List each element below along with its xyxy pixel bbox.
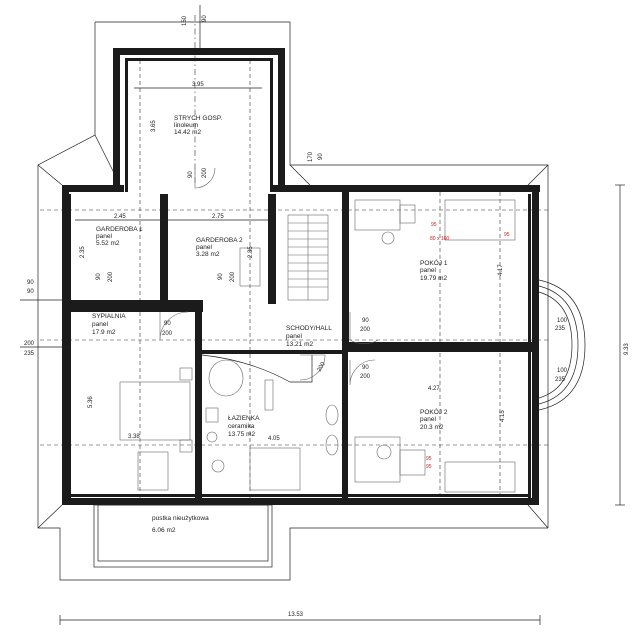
dim-hall-door-200: 200 — [360, 327, 371, 333]
dim-right-total: 9.33 — [624, 343, 630, 355]
dim-attic-door-90: 90 — [188, 171, 194, 178]
dim-window-235a: 235 — [555, 326, 566, 332]
dim-wardrobe1-width: 2.45 — [114, 214, 126, 220]
furniture — [119, 199, 516, 493]
wardrobe2-name: GARDEROBA 2 — [196, 237, 243, 244]
desk-note: 80 x 160 — [430, 236, 449, 242]
dimension-lines — [20, 5, 625, 625]
bathroom-finish: ceramika — [228, 423, 255, 430]
dim-right-door-90: 90 — [318, 153, 324, 160]
dim-room1-height: 4.17 — [498, 264, 504, 276]
slope-lines — [40, 15, 548, 505]
room2-name: POKÓJ 2 — [420, 407, 448, 416]
walls — [62, 48, 540, 505]
dim-room2-width: 4.27 — [428, 386, 440, 392]
roof-outline — [37, 21, 549, 581]
wardrobe1-area: 5.52 m2 — [96, 240, 120, 247]
dim-bath-200: 200 — [317, 361, 328, 373]
door-swings — [159, 167, 379, 386]
dim-wardrobe1-door-200: 200 — [108, 271, 114, 282]
room1-area: 19.79 m2 — [420, 275, 447, 282]
bedroom-area: 17.9 m2 — [92, 329, 116, 336]
dim-left-200: 200 — [24, 341, 35, 347]
dim-attic-height: 3.65 — [151, 120, 157, 132]
dim-right-door-170: 170 — [308, 151, 314, 162]
dim-bedroom-door-200: 200 — [162, 331, 173, 337]
void-area: 6.06 m2 — [152, 527, 176, 534]
tag-b: 95 — [426, 456, 432, 462]
attic-area: 14.42 m2 — [174, 129, 201, 136]
dimension-labels: 150 90 3.95 3.65 90 200 170 90 2.45 2.75… — [24, 15, 630, 618]
dim-bottom-total: 13.53 — [288, 612, 304, 618]
bay-window — [538, 279, 586, 411]
bedroom-name: SYPIALNIA — [92, 313, 126, 320]
dim-window-100b: 100 — [557, 368, 568, 374]
dim-room2-door-90: 90 — [362, 365, 369, 371]
dim-window-235b: 235 — [555, 377, 566, 383]
dim-room2-door-200: 200 — [360, 374, 371, 380]
dim-hall-door-90: 90 — [362, 318, 369, 324]
dim-wardrobe2-height: 2.35 — [248, 246, 254, 258]
tag-a: 95 — [431, 222, 437, 228]
dim-wardrobe2-door-90: 90 — [218, 273, 224, 280]
dim-window-100a: 100 — [557, 318, 568, 324]
dim-attic-door-200: 200 — [202, 167, 208, 178]
dim-bedroom-door-90: 90 — [164, 321, 171, 327]
room2-finish: panel — [420, 416, 436, 423]
dim-room2-height: 4.15 — [500, 410, 506, 422]
wardrobe1-finish: panel — [96, 233, 112, 240]
dim-left-235: 235 — [24, 351, 35, 357]
tag-d: 95 — [504, 232, 510, 238]
wardrobe1-name: GARDEROBA 1 — [96, 226, 143, 233]
dim-attic-width: 3.95 — [192, 82, 204, 88]
dim-top-150: 150 — [182, 15, 188, 26]
wardrobe2-finish: panel — [196, 244, 212, 251]
dim-bedroom-width: 3.38 — [128, 434, 140, 440]
dim-bedroom-height: 5.36 — [88, 396, 94, 408]
hall-area: 13.21 m2 — [286, 341, 313, 348]
dim-wardrobe2-door-200: 200 — [230, 271, 236, 282]
room1-finish: panel — [420, 267, 436, 274]
room2-area: 20.3 m2 — [420, 424, 444, 431]
hall-finish: panel — [286, 333, 302, 340]
attic-finish: linoleum — [174, 122, 198, 129]
hall-name: SCHODY/HALL — [286, 325, 332, 332]
dim-wardrobe1-door-90: 90 — [96, 273, 102, 280]
tag-c: 95 — [426, 464, 432, 470]
wardrobe2-area: 3.28 m2 — [196, 251, 220, 258]
dim-left-90b: 90 — [27, 289, 34, 295]
attic-name: STRYCH GOSP. — [174, 115, 222, 122]
dim-wardrobe1-height: 2.35 — [80, 246, 86, 258]
bathroom-area: 13.75 m2 — [228, 431, 255, 438]
dim-left-90a: 90 — [27, 280, 34, 286]
bathroom-name: ŁAZIENKA — [228, 415, 260, 422]
bedroom-finish: panel — [92, 321, 108, 328]
room-labels: STRYCH GOSP. linoleum 14.42 m2 GARDEROBA… — [92, 115, 448, 534]
stairs — [287, 214, 329, 301]
room1-name: POKÓJ 1 — [420, 258, 448, 267]
dim-bathroom-width: 4.05 — [268, 436, 280, 442]
void-name: pustka nieużytkowa — [152, 515, 209, 522]
void-space — [93, 504, 273, 568]
dim-wardrobe2-width: 2.75 — [212, 214, 224, 220]
dim-top-90: 90 — [202, 15, 208, 22]
